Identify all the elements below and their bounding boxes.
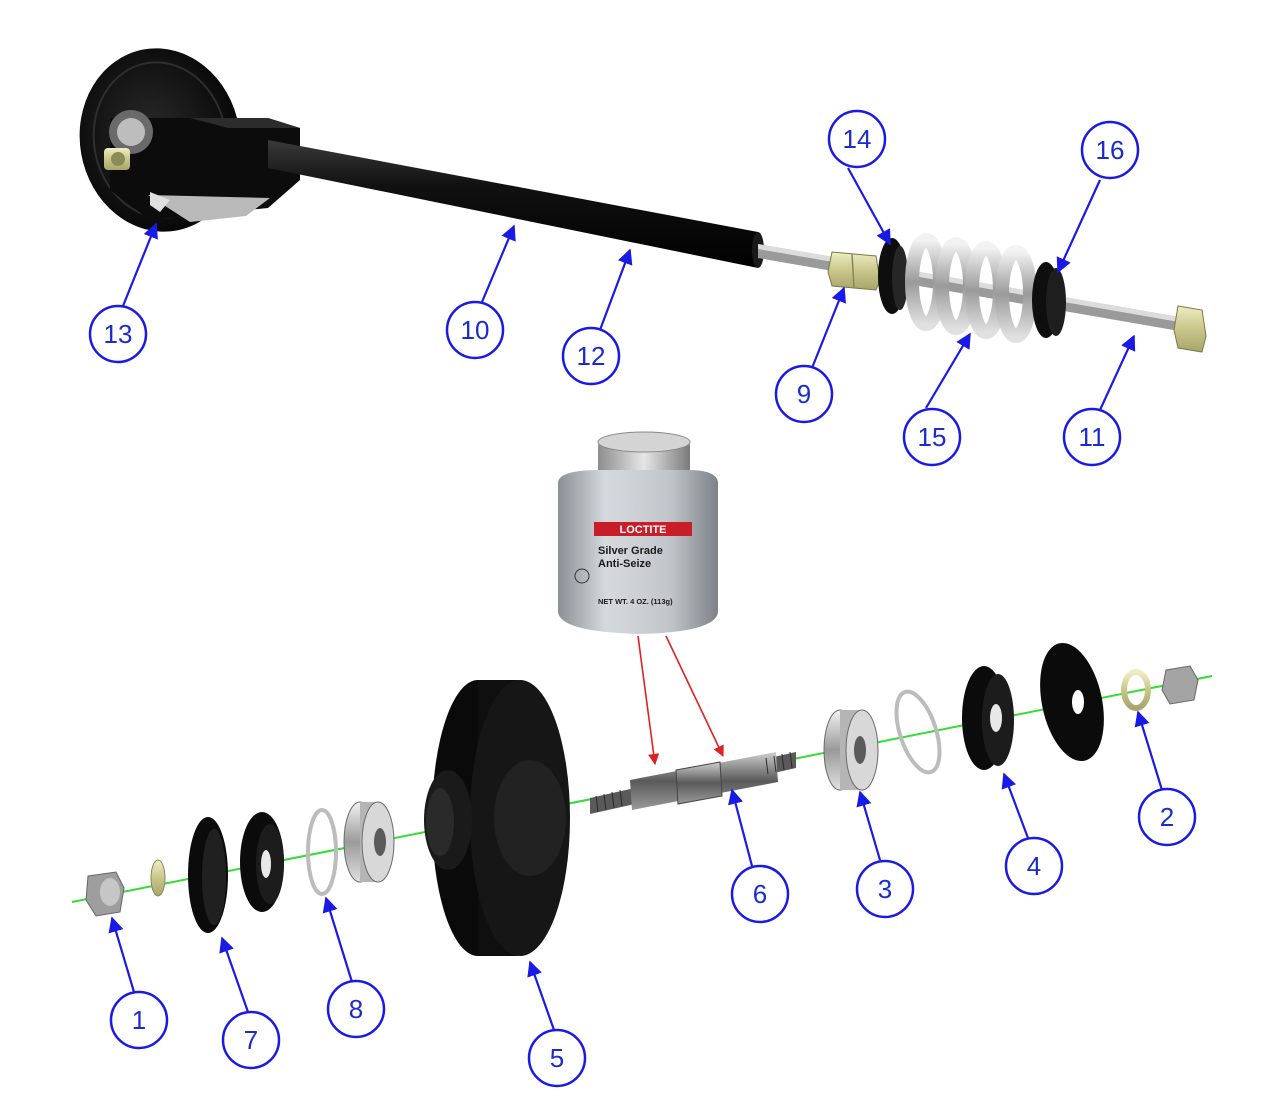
- callout-13: 13: [88, 304, 148, 364]
- jam-nut-part-9: [827, 251, 881, 291]
- net-weight-label: NET WT. 4 OZ. (113g): [598, 597, 673, 606]
- callout-12-label: 12: [577, 341, 606, 371]
- callout-6-label: 6: [753, 879, 767, 909]
- callout-9-label: 9: [797, 379, 811, 409]
- bottom-assembly: [71, 642, 1213, 956]
- callout-7: 7: [221, 1010, 281, 1070]
- snap-ring-part-8: [306, 808, 338, 896]
- compression-spring-part-15: [905, 233, 1037, 343]
- bearing-part-3: [823, 709, 879, 791]
- application-arrows: [637, 635, 724, 766]
- hub-cap-part-4: [962, 666, 1014, 770]
- fork-bracket: [104, 110, 300, 222]
- lock-nut-right: [1161, 665, 1199, 705]
- callout-11-label: 11: [1079, 422, 1106, 452]
- callout-2-label: 2: [1160, 802, 1174, 832]
- callout-15: 15: [902, 407, 962, 467]
- callout-13-label: 13: [104, 319, 133, 349]
- callout-3: 3: [855, 859, 915, 919]
- product-name-line2: Anti-Seize: [598, 558, 651, 570]
- callout-16: 16: [1080, 120, 1140, 180]
- callout-5-label: 5: [550, 1043, 564, 1073]
- callout-15-label: 15: [918, 422, 947, 452]
- callout-10-label: 10: [461, 315, 490, 345]
- callout-9: 9: [774, 364, 834, 424]
- brand-banner: [594, 522, 692, 536]
- brass-washer: [150, 859, 166, 897]
- callout-1: 1: [109, 990, 169, 1050]
- seal-right: [1040, 642, 1104, 762]
- callout-12: 12: [561, 326, 621, 386]
- callout-11: 11: [1062, 407, 1122, 467]
- brand-label: LOCTITE: [619, 524, 666, 536]
- certification-icon: [574, 568, 590, 584]
- snap-ring-right: [894, 689, 942, 775]
- callout-14-label: 14: [843, 124, 872, 154]
- end-nut: [1173, 305, 1207, 353]
- callout-2: 2: [1137, 787, 1197, 847]
- top-assembly: [79, 48, 1207, 353]
- callouts: 13 10 12 9 15 11 14 16: [88, 109, 1197, 1088]
- callout-4-label: 4: [1027, 851, 1041, 881]
- callout-8-label: 8: [349, 994, 363, 1024]
- seal-part-7: [188, 817, 228, 933]
- callout-14: 14: [827, 109, 887, 169]
- callout-5: 5: [527, 1028, 587, 1088]
- leader-lines: [108, 167, 1164, 1031]
- tube-part-10-12: [268, 140, 764, 268]
- callout-3-label: 3: [878, 874, 892, 904]
- lock-nut-part-1: [85, 871, 125, 917]
- spring-washer-part-14: [878, 238, 908, 314]
- bearing-left: [343, 801, 395, 883]
- hub-cap: [240, 812, 284, 912]
- wheel-part-5: [424, 680, 570, 956]
- callout-8: 8: [326, 979, 386, 1039]
- callout-16-label: 16: [1096, 135, 1125, 165]
- callout-6: 6: [730, 864, 790, 924]
- callout-10: 10: [445, 300, 505, 360]
- callout-7-label: 7: [244, 1025, 258, 1055]
- callout-4: 4: [1004, 836, 1064, 896]
- spring-washer-part-16: [1032, 262, 1066, 338]
- callout-1-label: 1: [132, 1005, 146, 1035]
- anti-seize-can: LOCTITE Silver Grade Anti-Seize NET WT. …: [558, 431, 718, 634]
- axle-shaft-part-6: [590, 751, 796, 814]
- product-name-line1: Silver Grade: [598, 545, 663, 557]
- brass-washer-part-2: [1121, 669, 1151, 711]
